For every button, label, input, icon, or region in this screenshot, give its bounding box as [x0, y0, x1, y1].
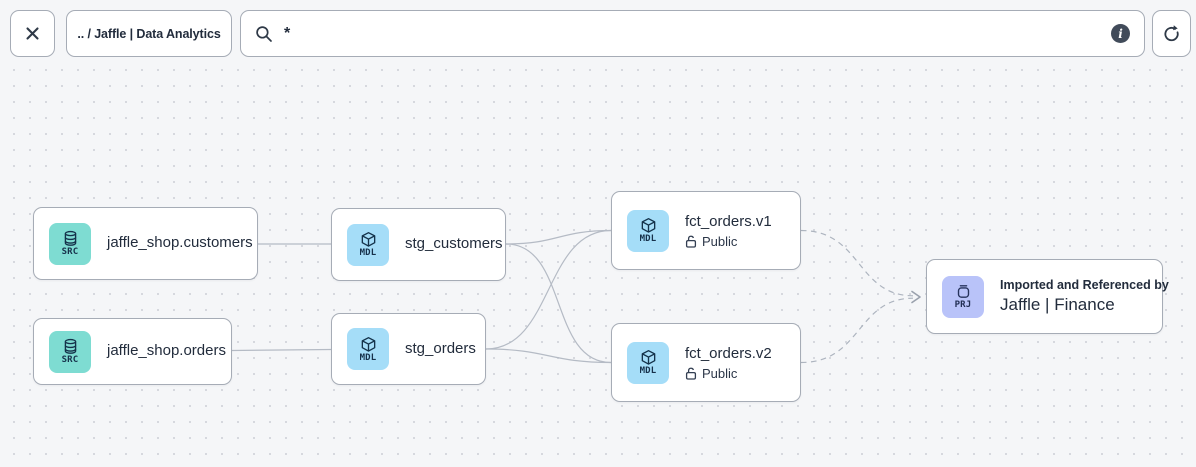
- refresh-icon: [1164, 25, 1179, 42]
- node-project-jaffle-finance[interactable]: PRJ Imported and Referenced by Jaffle | …: [926, 259, 1169, 334]
- model-node-icon: MDL: [347, 223, 389, 266]
- node-type-badge: PRJ: [954, 300, 972, 310]
- node-title: stg_customers: [405, 235, 503, 253]
- search-icon: [256, 25, 272, 42]
- breadcrumb[interactable]: .. / Jaffle | Data Analytics: [66, 10, 232, 57]
- node-title: stg_orders: [405, 339, 476, 357]
- refresh-button[interactable]: [1152, 10, 1191, 57]
- archive-jar-icon: [957, 285, 969, 298]
- node-jaffle-shop-customers[interactable]: SRC jaffle_shop.customers: [33, 207, 258, 280]
- model-node-icon: MDL: [627, 209, 669, 252]
- project-subtitle: Imported and Referenced by: [1000, 277, 1169, 292]
- unlocked-padlock-icon: [685, 367, 697, 380]
- x-icon: [26, 27, 39, 40]
- node-type-badge: MDL: [359, 248, 377, 258]
- node-title: jaffle_shop.orders: [107, 342, 226, 360]
- node-stg-orders[interactable]: MDL stg_orders: [331, 313, 486, 385]
- node-type-badge: MDL: [639, 234, 657, 244]
- project-node-icon: PRJ: [942, 275, 984, 318]
- node-title: jaffle_shop.customers: [107, 234, 253, 252]
- node-title: fct_orders.v1: [685, 213, 772, 231]
- search-bar[interactable]: i: [240, 10, 1145, 57]
- cube-icon: [641, 350, 655, 365]
- database-icon: [64, 338, 76, 354]
- search-input[interactable]: [284, 11, 1100, 56]
- source-node-icon: SRC: [49, 330, 91, 373]
- cube-icon: [361, 336, 375, 352]
- project-title: Jaffle | Finance: [1000, 295, 1115, 315]
- node-type-badge: MDL: [359, 352, 377, 363]
- model-node-icon: MDL: [347, 328, 389, 370]
- node-type-badge: SRC: [61, 355, 79, 365]
- node-type-badge: MDL: [639, 366, 657, 376]
- model-node-icon: MDL: [627, 341, 669, 384]
- database-icon: [64, 230, 76, 246]
- node-type-badge: SRC: [61, 247, 79, 257]
- access-label: Public: [702, 233, 738, 249]
- breadcrumb-label: .. / Jaffle | Data Analytics: [77, 26, 221, 41]
- node-fct-orders-v1[interactable]: MDL fct_orders.v1 Public: [611, 191, 801, 270]
- unlocked-padlock-icon: [685, 235, 697, 248]
- close-button[interactable]: [10, 10, 55, 57]
- cube-icon: [641, 218, 655, 233]
- node-jaffle-shop-orders[interactable]: SRC jaffle_shop.orders: [33, 318, 232, 385]
- node-fct-orders-v2[interactable]: MDL fct_orders.v2 Public: [611, 323, 801, 402]
- source-node-icon: SRC: [49, 222, 91, 265]
- access-label: Public: [702, 365, 738, 381]
- cube-icon: [361, 232, 375, 247]
- node-stg-customers[interactable]: MDL stg_customers: [331, 208, 506, 281]
- node-title: fct_orders.v2: [685, 345, 772, 363]
- info-icon[interactable]: i: [1111, 24, 1130, 43]
